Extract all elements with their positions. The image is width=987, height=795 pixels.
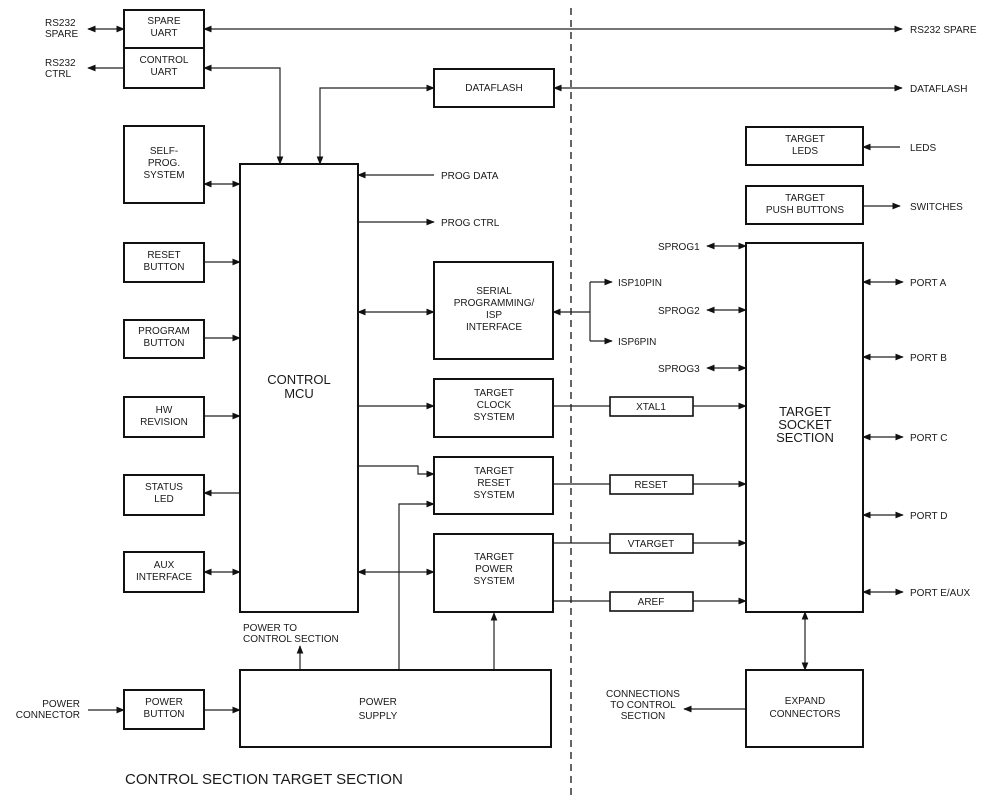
svg-text:DATAFLASH: DATAFLASH <box>465 83 522 94</box>
section-footer-label: CONTROL SECTION TARGET SECTION <box>125 771 403 788</box>
leds-label: LEDS <box>910 143 936 154</box>
port-e-label: PORT E/AUX <box>910 588 971 599</box>
svg-text:VTARGET: VTARGET <box>628 539 674 550</box>
sprog2-label: SPROG2 <box>658 306 700 317</box>
port-b-label: PORT B <box>910 353 947 364</box>
prog-ctrl-label: PROG CTRL <box>441 218 500 229</box>
svg-text:AREF: AREF <box>638 597 665 608</box>
isp10pin-label: ISP10PIN <box>618 278 662 289</box>
port-a-label: PORT A <box>910 278 947 289</box>
svg-text:RESET: RESET <box>634 480 667 491</box>
self-prog-block: SELF-PROG.SYSTEM <box>123 125 205 204</box>
aref-signal-box: AREF <box>609 591 694 612</box>
vtarget-signal-box: VTARGET <box>609 533 694 554</box>
dataflash-block: DATAFLASH <box>433 68 555 108</box>
switches-label: SWITCHES <box>910 202 963 213</box>
svg-text:XTAL1: XTAL1 <box>636 402 666 413</box>
port-c-label: PORT C <box>910 433 947 444</box>
xtal1-signal-box: XTAL1 <box>609 396 694 417</box>
reset-signal-box: RESET <box>609 474 694 495</box>
connections <box>87 25 904 714</box>
isp6pin-label: ISP6PIN <box>618 337 656 348</box>
port-d-label: PORT D <box>910 511 947 522</box>
rs232-spare-right-label: RS232 SPARE <box>910 25 977 36</box>
dataflash-right-label: DATAFLASH <box>910 84 967 95</box>
sprog1-label: SPROG1 <box>658 242 700 253</box>
sprog3-label: SPROG3 <box>658 364 700 375</box>
prog-data-label: PROG DATA <box>441 171 499 182</box>
svg-text:SELF-PROG.SYSTEM: SELF-PROG.SYSTEM <box>143 146 184 181</box>
